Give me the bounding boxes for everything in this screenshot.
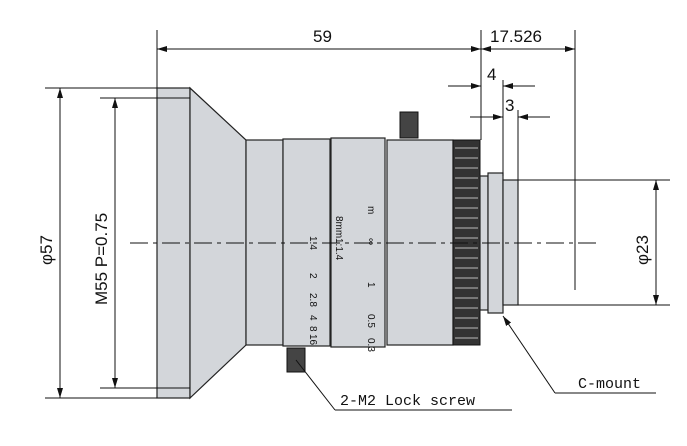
dim-overall-length: 59	[313, 27, 332, 46]
lens-marking-text: m	[365, 206, 376, 214]
dim-outer-diameter: φ57	[37, 235, 56, 265]
dim-flange-3: 3	[505, 96, 514, 115]
dim-back-focus: 17.526	[490, 27, 542, 46]
lens-marking-text: 16	[307, 334, 318, 346]
c-mount-leader	[502, 315, 556, 394]
lens-marking-text: 8	[307, 326, 318, 332]
lens-marking-text: 2	[307, 273, 318, 279]
dimension-lines	[45, 30, 670, 399]
lock-screw-label: 2-M2 Lock screw	[340, 393, 475, 410]
dim-mount-diameter: φ23	[633, 235, 652, 265]
lens-marking-text: 1	[365, 282, 376, 288]
lens-marking-text: 0.5	[365, 314, 376, 328]
lens-marking-text: 4	[307, 315, 318, 321]
lock-screw-leader	[295, 359, 336, 411]
dim-filter-thread: M55 P=0.75	[92, 213, 111, 305]
lens-marking-text: 1:1.4	[333, 238, 344, 261]
lens-marking-text: 0.3	[365, 338, 376, 352]
c-mount-label: C-mount	[578, 376, 641, 393]
lens-marking-text: ∞	[365, 238, 376, 245]
lens-markings: m 8mm 1:1.4 ∞ 1 0.5 0.3 1.4 2 2.8 4 8 16	[307, 206, 376, 352]
lens-marking-text: 2.8	[307, 293, 318, 307]
knurl-lines	[455, 147, 478, 339]
lens-marking-text: 1.4	[307, 236, 318, 250]
lens-marking-text: 8mm	[333, 216, 344, 238]
top-lock-screw	[399, 111, 419, 139]
dim-flange-4: 4	[487, 65, 496, 84]
